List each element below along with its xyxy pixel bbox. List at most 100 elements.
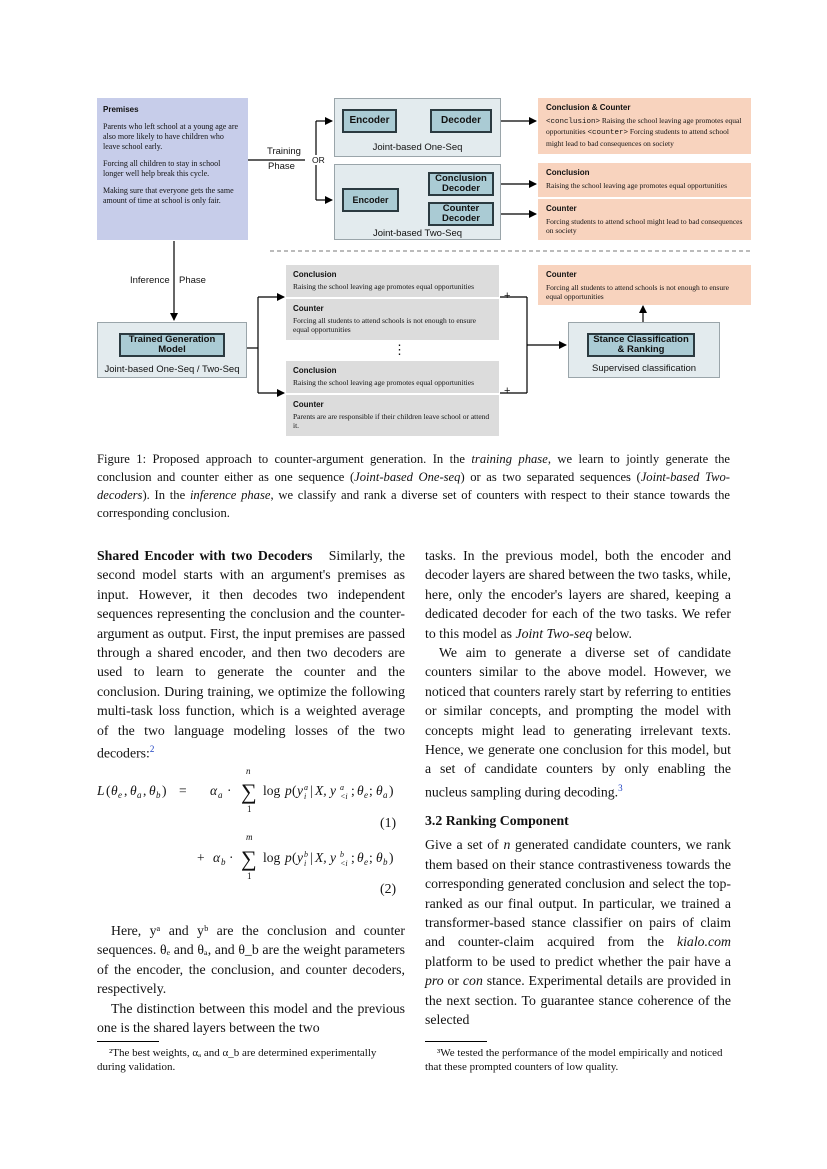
svg-text:+: + bbox=[197, 850, 205, 865]
svg-text:θ: θ bbox=[357, 783, 364, 798]
counter-decoder: Counter Decoder bbox=[428, 202, 494, 226]
caption-text-4: ). In the bbox=[142, 488, 190, 502]
output-conclusion-text: Raising the school leaving age promotes … bbox=[546, 180, 728, 190]
output-cc-title: Conclusion & Counter bbox=[546, 103, 631, 112]
equation-1-number: (1) bbox=[380, 815, 397, 830]
svg-text:n: n bbox=[246, 766, 251, 776]
right-column: tasks. In the previous model, both the e… bbox=[425, 546, 731, 1029]
candidates-ellipsis: ⋮ bbox=[393, 342, 406, 357]
trained-model-caption: Joint-based One-Seq / Two-Seq bbox=[104, 364, 240, 375]
svg-text:log: log bbox=[263, 783, 281, 798]
candidate-2-counter-title: Counter bbox=[293, 400, 324, 409]
pro-term: pro bbox=[425, 973, 444, 989]
inference-phase-label: Phase bbox=[179, 275, 206, 286]
one-seq-encoder: Encoder bbox=[342, 109, 397, 133]
svg-text:y: y bbox=[295, 783, 303, 798]
equation-2-number: (2) bbox=[380, 881, 397, 896]
con-term: con bbox=[462, 973, 483, 989]
svg-text:b: b bbox=[340, 850, 344, 859]
one-seq-caption: Joint-based One-Seq bbox=[372, 142, 463, 153]
candidate-1-counter: Counter Forcing all students to attend s… bbox=[286, 299, 499, 340]
output-cc-text-1: Raising the school leaving age promotes … bbox=[546, 115, 742, 137]
right-para1-text: tasks. In the previous model, both the e… bbox=[425, 548, 731, 641]
svg-text:θ: θ bbox=[376, 850, 383, 865]
output-conclusion-counter: Conclusion & Counter <conclusion> Raisin… bbox=[538, 98, 751, 154]
svg-text:=: = bbox=[179, 783, 187, 798]
output-counter-text: Forcing students to attend school might … bbox=[546, 216, 743, 236]
output-counter-title: Counter bbox=[546, 204, 577, 213]
svg-text:θ: θ bbox=[357, 850, 364, 865]
kialo-term: kialo.com bbox=[676, 934, 731, 950]
svg-text:|: | bbox=[310, 850, 313, 865]
final-counter-text: Forcing all students to attend schools i… bbox=[546, 282, 729, 302]
footnote-rule-left bbox=[97, 1041, 159, 1042]
svg-text:;: ; bbox=[351, 850, 355, 865]
left-paragraph-3: The distinction between this model and t… bbox=[97, 1000, 405, 1036]
svg-text:b: b bbox=[383, 857, 388, 867]
right-paragraph-3: Give a set of n generated candidate coun… bbox=[425, 835, 731, 1029]
caption-italic-4: inference phase bbox=[189, 488, 271, 502]
svg-text:b: b bbox=[221, 857, 226, 867]
svg-text:|: | bbox=[310, 783, 313, 798]
stance-classification-ranking: Stance Classification & Ranking bbox=[587, 333, 695, 357]
caption-text-5: , we classify and rank a diverse set of … bbox=[97, 488, 730, 520]
svg-text:i: i bbox=[304, 859, 306, 868]
one-seq-decoder: Decoder bbox=[430, 109, 492, 133]
svg-text:1: 1 bbox=[247, 871, 252, 881]
caption-italic-3: Joint-based Two-decoders bbox=[97, 470, 730, 502]
candidate-1-counter-title: Counter bbox=[293, 304, 324, 313]
svg-text:e: e bbox=[364, 790, 368, 800]
candidate-2-conclusion: Conclusion Raising the school leaving ag… bbox=[286, 361, 499, 393]
training-label: Training bbox=[267, 146, 301, 157]
right-para3-text-a: Give a set of bbox=[425, 837, 504, 853]
counter-tag: <counter> bbox=[587, 129, 628, 137]
premise-3: Making sure that everyone gets the same … bbox=[103, 186, 234, 205]
svg-text:L: L bbox=[97, 783, 105, 798]
section-heading-ranking: 3.2 Ranking Component bbox=[425, 812, 569, 828]
caption-text-1: Figure 1: Proposed approach to counter-a… bbox=[97, 452, 472, 466]
svg-text:p: p bbox=[284, 850, 292, 865]
stance-caption: Supervised classification bbox=[591, 363, 697, 374]
svg-text:θ: θ bbox=[149, 783, 156, 798]
svg-text:(: ( bbox=[106, 783, 111, 798]
footnote-3: ³We tested the performance of the model … bbox=[425, 1047, 723, 1073]
section-heading-shared-encoder: Shared Encoder with two Decoders bbox=[97, 548, 313, 563]
svg-text:,: , bbox=[124, 783, 127, 798]
right-para3-text-d: stance. Experimental details are provide… bbox=[425, 973, 731, 1027]
candidate-1-conclusion: Conclusion Raising the school leaving ag… bbox=[286, 265, 499, 297]
svg-text:a: a bbox=[137, 790, 142, 800]
svg-text:a: a bbox=[340, 783, 344, 792]
svg-text:b: b bbox=[304, 850, 308, 859]
premise-2: Forcing all children to stay in school l… bbox=[103, 159, 221, 178]
plus-sign-2: + bbox=[504, 385, 511, 397]
output-cc-text: <conclusion> Raising the school leaving … bbox=[546, 116, 743, 149]
candidate-2-counter: Counter Parents are are responsible if t… bbox=[286, 395, 499, 436]
svg-text:θ: θ bbox=[111, 783, 118, 798]
left-column-rest: Here, yᵃ and yᵇ are the conclusion and c… bbox=[97, 921, 405, 1037]
svg-text:;: ; bbox=[369, 783, 373, 798]
svg-text:a: a bbox=[383, 790, 388, 800]
svg-text:∑: ∑ bbox=[241, 846, 257, 871]
svg-text:p: p bbox=[284, 783, 292, 798]
svg-text:b: b bbox=[156, 790, 161, 800]
svg-text:): ) bbox=[389, 850, 394, 865]
two-seq-caption: Joint-based Two-Seq bbox=[372, 228, 463, 239]
left-column-intro: Shared Encoder with two Decoders Similar… bbox=[97, 546, 405, 763]
variable-n: n bbox=[503, 837, 511, 853]
caption-text-2: , we learn to jointly generate the concl… bbox=[97, 452, 731, 484]
premises-title: Premises bbox=[103, 105, 139, 114]
right-para3-or: or bbox=[443, 973, 463, 989]
right-paragraph-1: tasks. In the previous model, both the e… bbox=[425, 546, 731, 643]
output-conclusion: Conclusion Raising the school leaving ag… bbox=[538, 163, 751, 197]
trained-generation-model: Trained Generation Model bbox=[119, 333, 225, 357]
svg-text:;: ; bbox=[351, 783, 355, 798]
svg-text:θ: θ bbox=[376, 783, 383, 798]
svg-text:): ) bbox=[162, 783, 167, 798]
left-paragraph-1: Shared Encoder with two Decoders Similar… bbox=[97, 546, 405, 763]
svg-text:i: i bbox=[304, 792, 306, 801]
conclusion-decoder: Conclusion Decoder bbox=[428, 172, 494, 196]
svg-text:e: e bbox=[118, 790, 122, 800]
footnote-rule-right bbox=[425, 1041, 487, 1042]
inference-label: Inference bbox=[130, 275, 170, 286]
